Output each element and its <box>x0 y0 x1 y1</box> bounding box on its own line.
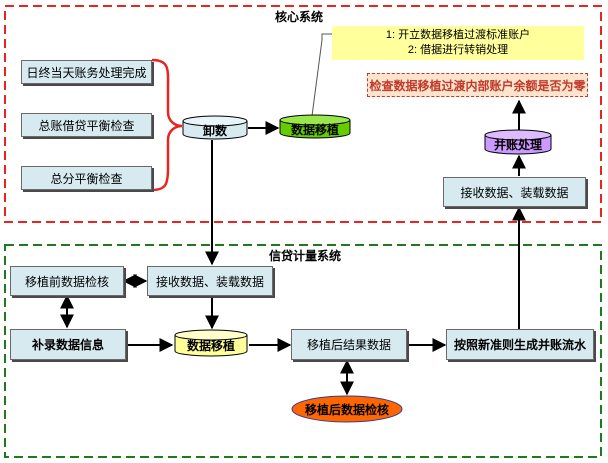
credit-system-region <box>4 244 602 458</box>
credit-receive-load-box: 接收数据、装载数据 <box>147 266 273 296</box>
post-migration-result-box: 移植后结果数据 <box>291 329 407 360</box>
unload-cylinder <box>182 115 248 140</box>
core-system-region <box>4 5 602 223</box>
data-migration-credit-label: 数据移植 <box>186 339 235 353</box>
core-receive-load-box: 接收数据、装载数据 <box>443 177 586 207</box>
check-total-sub-balance: 总分平衡检查 <box>21 166 152 190</box>
balance-check-box: 检查数据移植过渡内部账户余额是否为零 <box>367 73 588 97</box>
core-system-title: 核心系统 <box>274 10 323 24</box>
data-migration-cylinder-core <box>279 114 351 139</box>
data-migration-core-label: 数据移植 <box>290 122 339 137</box>
pre-migration-check-box: 移植前数据检核 <box>10 266 124 296</box>
check-ledger-balance: 总账借贷平衡检查 <box>21 113 152 137</box>
post-migration-check-label: 移植后数据检核 <box>304 402 389 417</box>
unload-label: 卸数 <box>202 123 227 138</box>
checks-brace <box>151 58 183 192</box>
credit-system-title: 信贷计量系统 <box>268 249 341 263</box>
supplement-info-box: 补录数据信息 <box>10 329 126 360</box>
note-callout-line <box>311 33 332 117</box>
migration-note: 1: 开立数据移植过渡标准账户 2: 借据进行转销处理 <box>332 26 584 60</box>
data-migration-cylinder-credit <box>174 329 248 357</box>
merge-accounts-label: 并账处理 <box>493 138 542 152</box>
post-migration-check-ellipse <box>291 395 403 423</box>
generate-merge-flow-box: 按照新准则生成并账流水 <box>446 329 594 360</box>
note-line-1: 1: 开立数据移植过渡标准账户 <box>385 29 531 41</box>
merge-accounts-cylinder <box>484 129 552 155</box>
note-line-2: 2: 借据进行转销处理 <box>407 44 509 56</box>
check-daily-accounting: 日终当天账务处理完成 <box>21 60 152 84</box>
